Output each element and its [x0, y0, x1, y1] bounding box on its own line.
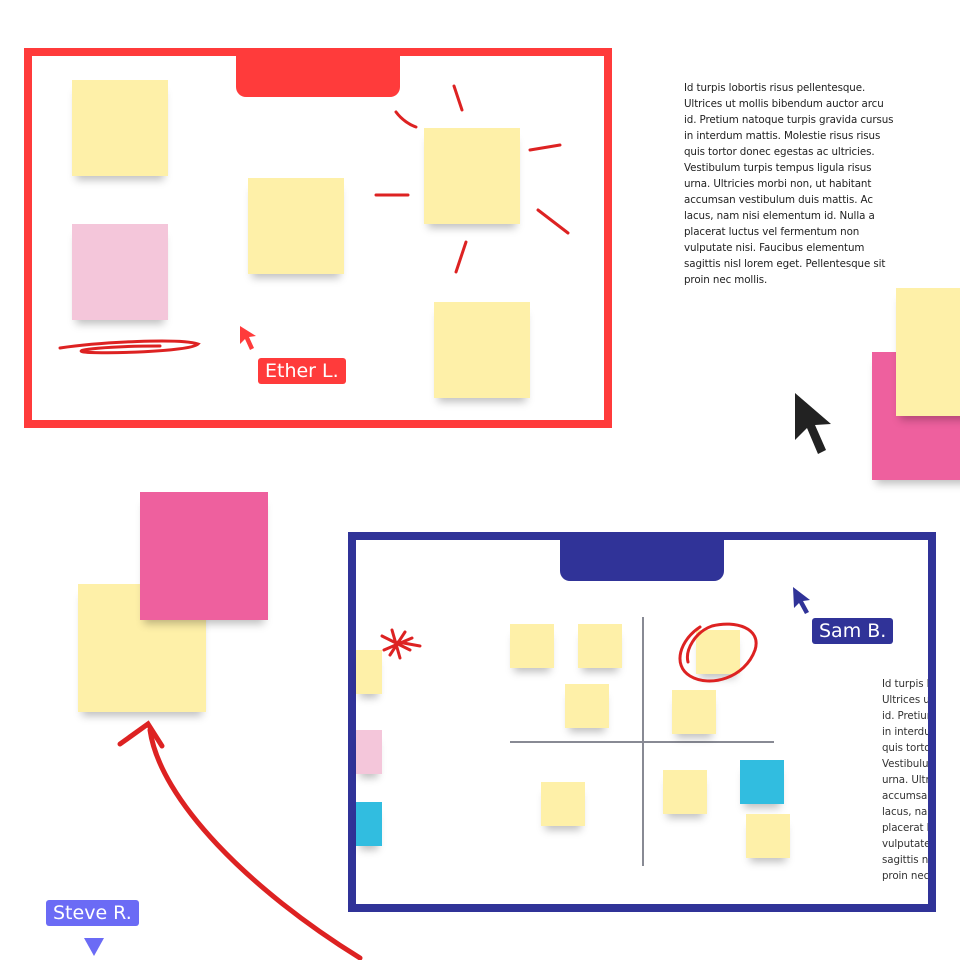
sticky-note[interactable]: [746, 814, 790, 858]
ink-ray: [454, 240, 468, 274]
cursor-icon-sam: [793, 587, 810, 614]
sticky-note[interactable]: [72, 224, 168, 320]
sticky-note[interactable]: [578, 624, 622, 668]
sticky-note[interactable]: [696, 630, 740, 674]
sticky-note[interactable]: [672, 690, 716, 734]
sticky-note[interactable]: [434, 302, 530, 398]
ink-scribble: [380, 628, 422, 660]
ink-ray: [536, 208, 570, 235]
cursor-icon-ether: [240, 326, 256, 350]
sticky-note[interactable]: [356, 650, 382, 694]
cursor-label-sam: Sam B.: [812, 618, 894, 644]
sticky-note[interactable]: [740, 760, 784, 804]
sticky-note[interactable]: [424, 128, 520, 224]
sticky-note[interactable]: [356, 802, 382, 846]
sticky-note[interactable]: [565, 684, 609, 728]
sticky-note[interactable]: [248, 178, 344, 274]
quadrant-horizontal-line: [510, 741, 774, 743]
sticky-note[interactable]: [510, 624, 554, 668]
red-frame-tab[interactable]: [236, 56, 400, 97]
cursor-icon-self: [795, 393, 831, 454]
cursor-label-ether: Ether L.: [258, 358, 346, 384]
sticky-note[interactable]: [356, 730, 382, 774]
cursor-label-steve: Steve R.: [46, 900, 139, 926]
sticky-note[interactable]: [541, 782, 585, 826]
sticky-note[interactable]: [72, 80, 168, 176]
text-block[interactable]: Id turpis lobortis risus pellentesque. U…: [684, 82, 894, 286]
ink-ray: [452, 84, 464, 112]
ink-circle: [678, 622, 758, 683]
ink-arrow-curve: [147, 727, 363, 960]
ink-ray: [394, 110, 418, 129]
cursor-icon-steve: [84, 938, 104, 956]
ink-underline: [58, 339, 201, 355]
blue-frame-tab[interactable]: [560, 540, 724, 581]
ink-ray: [528, 143, 562, 152]
text-block-clipped[interactable]: Id turpis lobortis risus pellentesque. U…: [882, 678, 936, 882]
sticky-note[interactable]: [663, 770, 707, 814]
sticky-note[interactable]: [140, 492, 268, 620]
ink-arrow-head: [117, 720, 165, 749]
sticky-note[interactable]: [896, 288, 960, 416]
